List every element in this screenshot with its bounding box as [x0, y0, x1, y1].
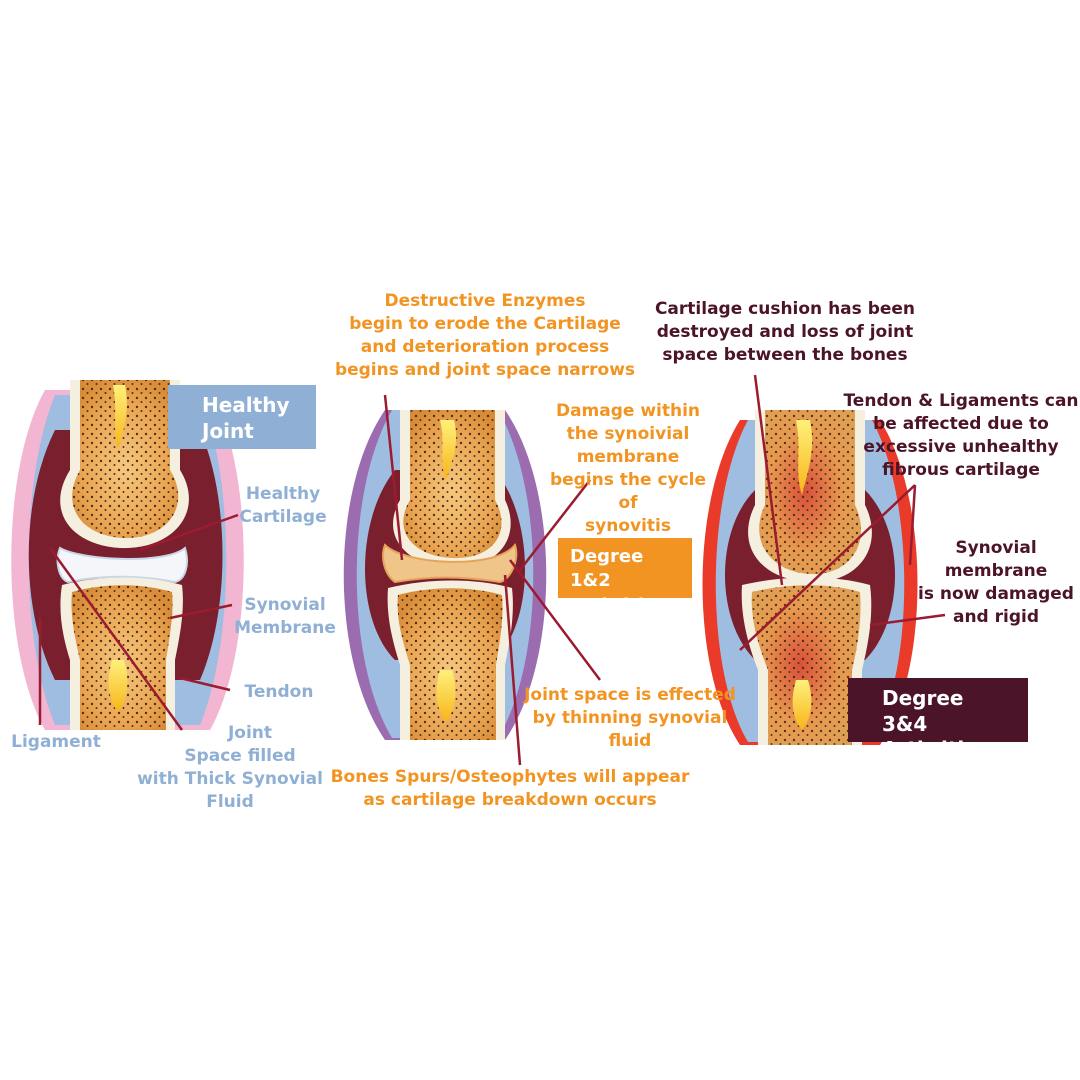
- label-synovial-rigid: Synovial membrane is now damaged and rig…: [912, 537, 1080, 629]
- label-line: and rigid: [952, 607, 1040, 627]
- label-line: Healthy: [245, 484, 321, 504]
- badge-line-2: Joint: [202, 419, 254, 443]
- label-line: Membrane: [234, 618, 336, 638]
- label-line: Ligament: [11, 732, 101, 752]
- label-line: synovitis: [585, 516, 671, 536]
- label-line: begins and joint space narrows: [334, 360, 636, 380]
- label-line: Cartilage cushion has been: [654, 299, 916, 319]
- healthy-lower-bone: [60, 577, 183, 730]
- label-line: and deterioration process: [360, 337, 610, 357]
- label-healthy-cartilage: Healthy Cartilage: [228, 483, 338, 529]
- label-line: Cartilage: [239, 507, 327, 527]
- degree34-upper-bone: [748, 410, 872, 583]
- degree12-joint-illustration: [343, 394, 601, 766]
- badge-line-2: 1&2 Arthritis: [570, 570, 655, 616]
- label-line: excessive unhealthy: [863, 437, 1059, 457]
- label-line: begin to erode the Cartilage: [349, 314, 621, 334]
- label-line: Destructive Enzymes: [384, 291, 586, 311]
- label-line: Tendon: [244, 682, 314, 702]
- label-line: space between the bones: [662, 345, 908, 365]
- label-tendon-ligaments: Tendon & Ligaments can be affected due t…: [842, 390, 1080, 482]
- degree12-upper-bone: [393, 410, 511, 569]
- label-destructive-enzymes: Destructive Enzymes begin to erode the C…: [330, 290, 640, 382]
- label-line: destroyed and loss of joint: [656, 322, 914, 342]
- badge-line-1: Degree: [882, 686, 964, 710]
- label-line: Space filled: [184, 746, 296, 766]
- degree34-callout-lines: [739, 374, 946, 651]
- degree34-joint-illustration: [702, 374, 946, 745]
- label-synovial-membrane: Synovial Membrane: [224, 594, 346, 640]
- label-line: Fluid: [206, 792, 254, 812]
- degree12-eroding-cartilage: [382, 542, 518, 584]
- healthy-cartilage-layer: [56, 546, 188, 584]
- degree12-callout-lines: [383, 394, 601, 766]
- label-line: be affected due to: [873, 414, 1049, 434]
- label-joint-space-effected: Joint space is effected by thinning syno…: [520, 684, 740, 753]
- label-line: Joint: [227, 723, 273, 743]
- label-line: is now damaged: [918, 584, 1074, 604]
- label-line: Tendon & Ligaments can: [843, 391, 1079, 411]
- label-line: Damage within: [555, 401, 701, 421]
- label-synovial-damage: Damage within the synoivial membrane beg…: [538, 400, 718, 538]
- healthy-joint-illustration: [11, 380, 244, 731]
- label-bone-spurs: Bones Spurs/Osteophytes will appear as c…: [330, 766, 690, 812]
- label-line: as cartilage breakdown occurs: [363, 790, 657, 810]
- healthy-joint-badge: Healthy Joint: [168, 385, 316, 449]
- label-line: membrane: [944, 561, 1048, 581]
- label-line: membrane: [576, 447, 680, 467]
- label-line: the synoivial: [566, 424, 690, 444]
- label-line: Bones Spurs/Osteophytes will appear: [330, 767, 690, 787]
- degree12-badge: Degree 1&2 Arthritis: [558, 538, 692, 616]
- badge-line-2: 3&4 Arthritis: [882, 712, 977, 761]
- label-ligament: Ligament: [4, 731, 108, 754]
- degree34-badge: Degree 3&4 Arthritis: [848, 678, 1028, 761]
- label-line: fibrous cartilage: [882, 460, 1040, 480]
- label-line: fluid: [608, 731, 652, 751]
- healthy-callout-lines: [38, 513, 239, 731]
- label-tendon: Tendon: [234, 681, 324, 704]
- label-line: begins the cycle of: [549, 470, 707, 513]
- label-line: Synovial: [955, 538, 1037, 558]
- label-line: by thinning synovial: [532, 708, 728, 728]
- badge-line-1: Degree: [570, 546, 644, 567]
- label-line: with Thick Synovial: [137, 769, 323, 789]
- label-joint-space: Joint Space filled with Thick Synovial F…: [128, 722, 332, 814]
- label-line: Synovial: [244, 595, 326, 615]
- label-line: Joint space is effected: [524, 685, 736, 705]
- label-cartilage-cushion: Cartilage cushion has been destroyed and…: [650, 298, 920, 367]
- healthy-upper-bone: [60, 380, 189, 549]
- badge-line-1: Healthy: [202, 393, 290, 417]
- degree12-lower-bone: [387, 580, 513, 740]
